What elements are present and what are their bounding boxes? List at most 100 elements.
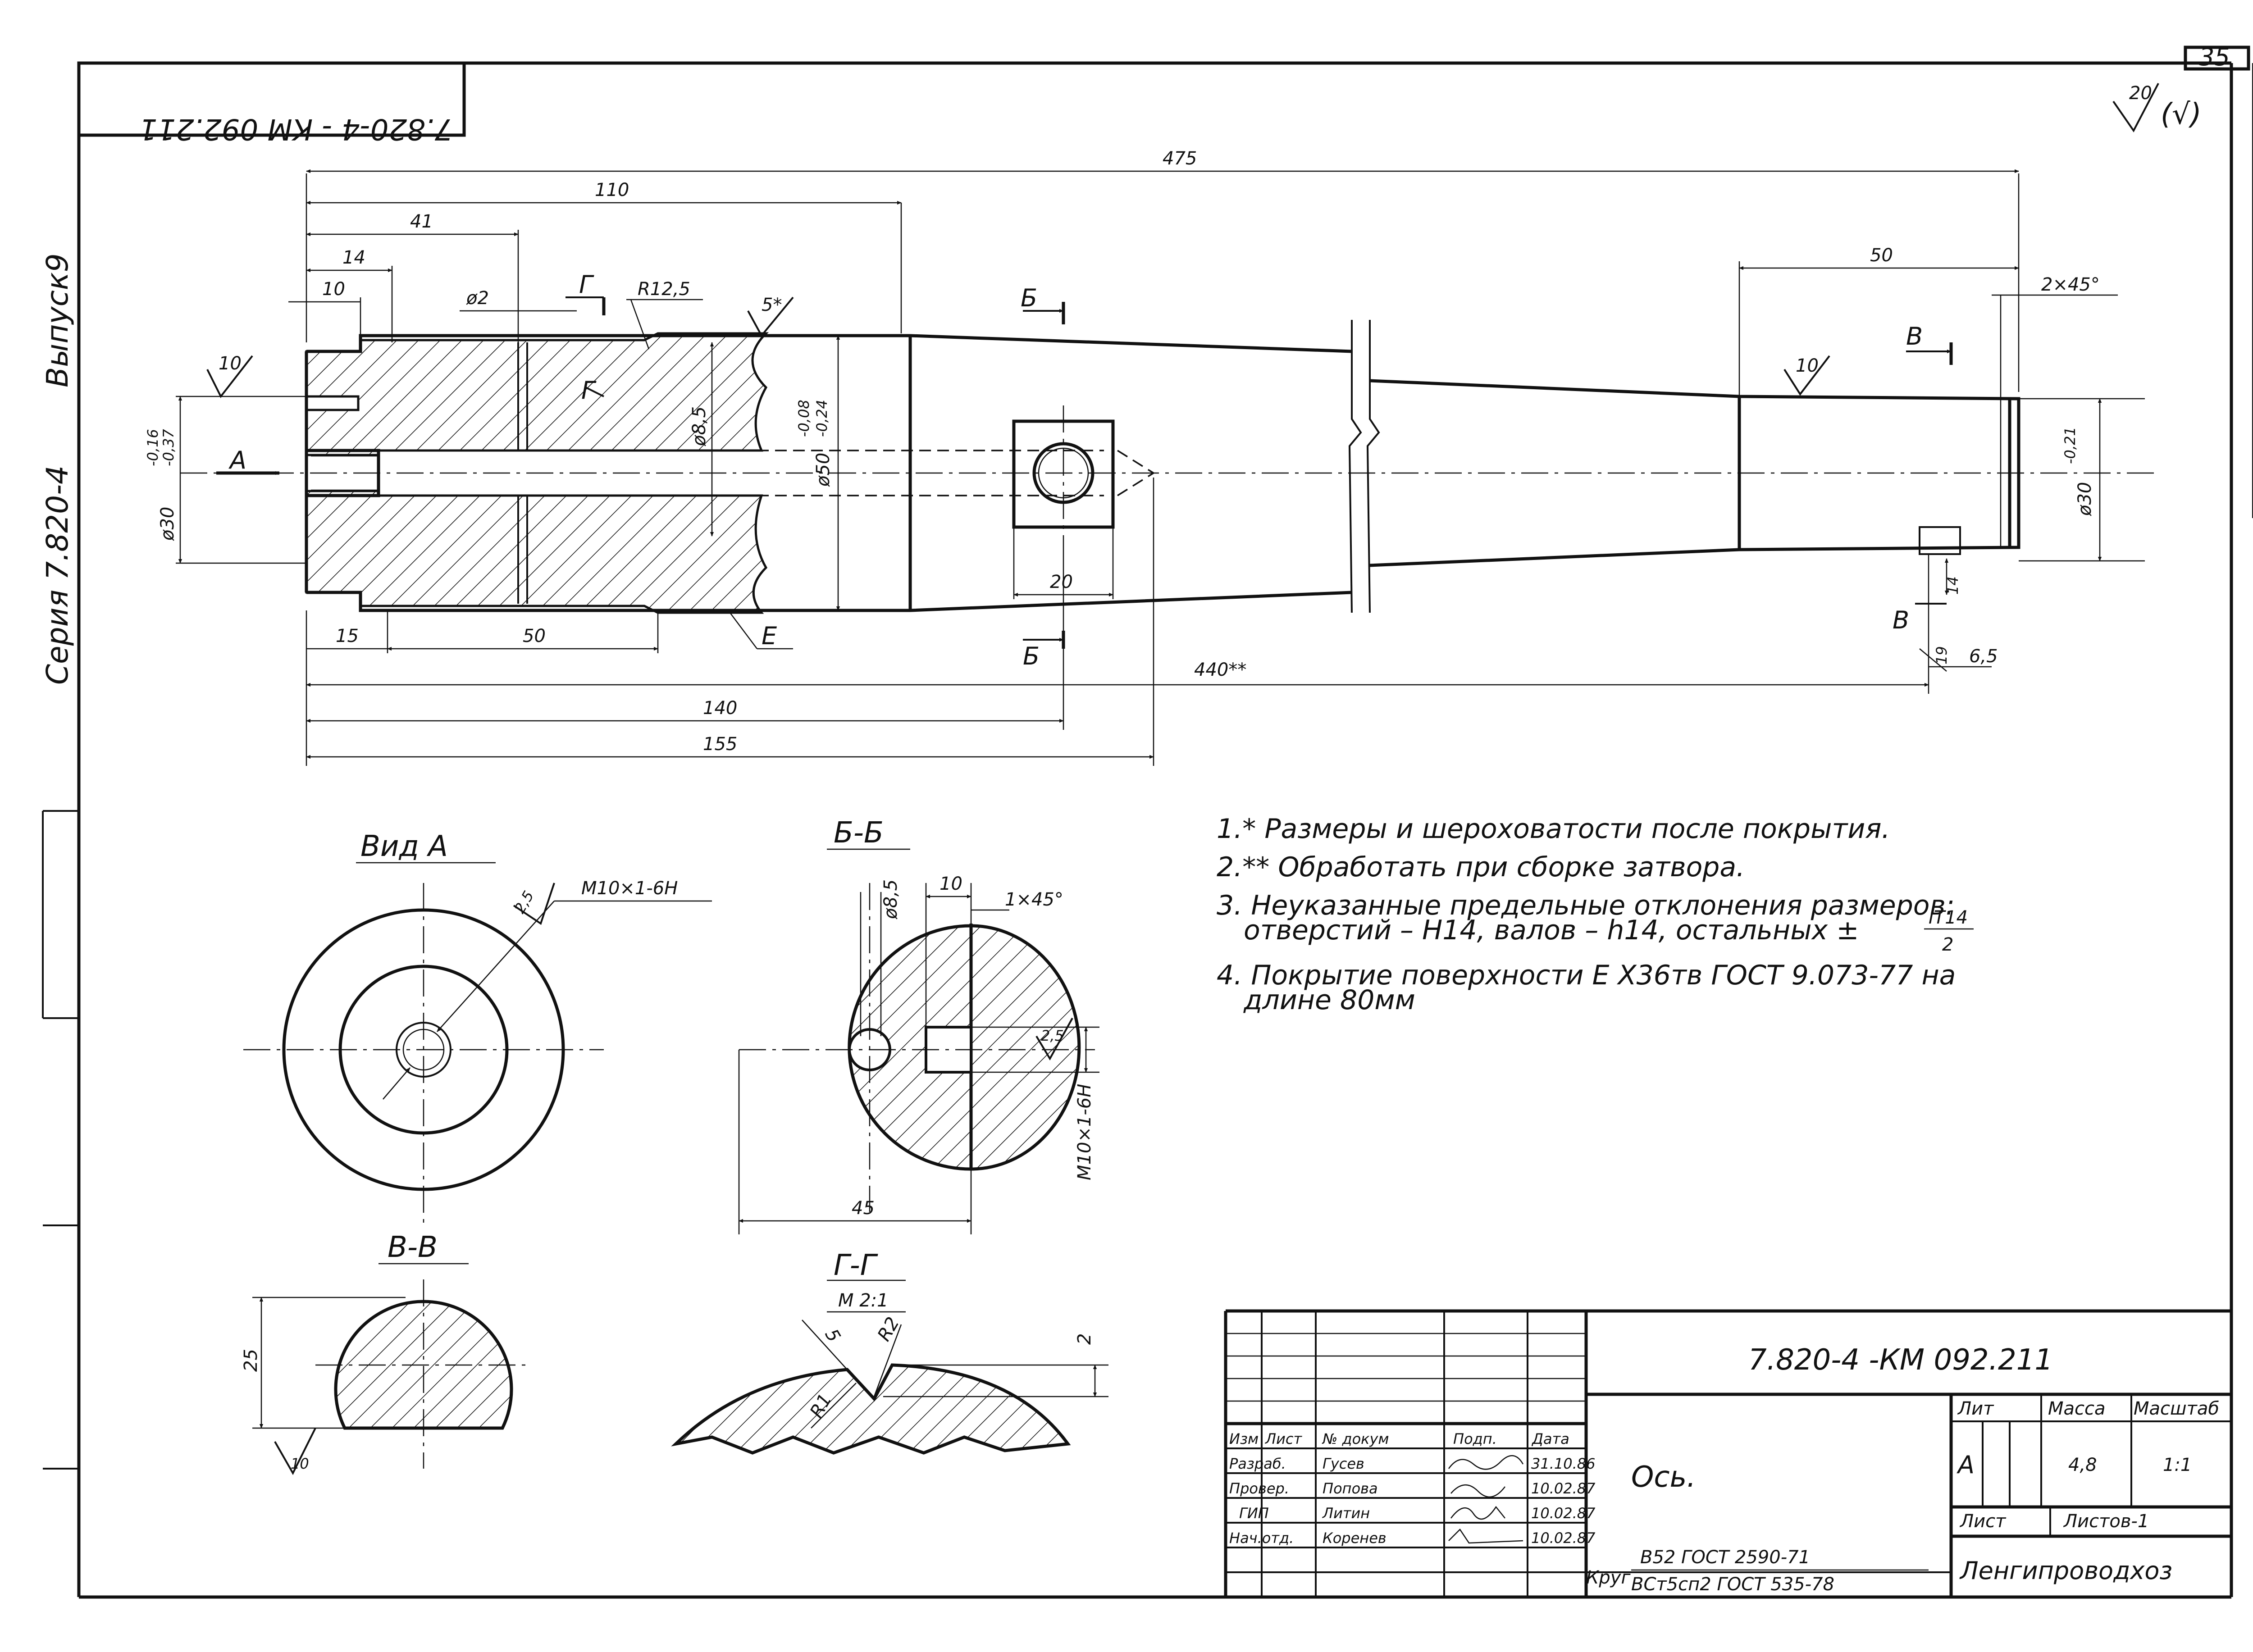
sheet-number: 35: [2199, 43, 2230, 71]
svg-text:14: 14: [1944, 576, 1961, 595]
tb-row-3-name: Литин: [1322, 1505, 1370, 1522]
tb-row-4-name: Коренев: [1323, 1529, 1386, 1547]
section-vv-title: В-В: [388, 1231, 438, 1264]
svg-text:20: 20: [2129, 83, 2152, 104]
view-a-thread: М10×1-6Н: [581, 878, 678, 899]
svg-text:1×45°: 1×45°: [1005, 889, 1063, 910]
svg-text:Масса: Масса: [2048, 1398, 2106, 1419]
tb-row-2-name: Попова: [1323, 1480, 1378, 1497]
note-3-fraction-top: IT14: [1929, 907, 1968, 928]
svg-text:В: В: [1893, 606, 1909, 634]
section-marks: А Б Б В В Г Г Е: [216, 270, 1953, 670]
svg-text:ø30: ø30: [2075, 482, 2095, 516]
svg-text:140: 140: [703, 698, 737, 719]
svg-text:-0,37: -0,37: [160, 429, 177, 466]
svg-text:Подп.: Подп.: [1453, 1430, 1497, 1447]
section-gg-title: Г-Г: [834, 1249, 878, 1282]
svg-text:10: 10: [219, 353, 242, 374]
svg-text:R12,5: R12,5: [638, 279, 690, 300]
svg-text:5*: 5*: [762, 295, 782, 315]
note-4b: длине 80мм: [1243, 984, 1415, 1016]
svg-text:Б: Б: [1021, 284, 1037, 312]
shaft-main-view: [180, 320, 2154, 614]
svg-text:15: 15: [336, 626, 359, 646]
svg-text:45: 45: [852, 1198, 875, 1219]
svg-text:10: 10: [291, 1455, 309, 1472]
svg-text:-0,16: -0,16: [144, 429, 161, 466]
svg-text:475: 475: [1163, 148, 1197, 169]
section-bb: Б-Б ø8,5 10 1×45° 2,5 М10×1-6Н 45: [738, 816, 1099, 1234]
svg-text:(√): (√): [2161, 98, 2202, 131]
title-block: 7.820-4 -КМ 092.211 Ось. Изм Лист № доку…: [1224, 1309, 2231, 1597]
tb-row-1-name: Гусев: [1323, 1455, 1364, 1472]
section-vv: В-В 25 10: [241, 1231, 532, 1475]
svg-text:Дата: Дата: [1531, 1430, 1569, 1447]
svg-text:М10×1-6Н: М10×1-6Н: [1074, 1084, 1095, 1180]
svg-text:2: 2: [1074, 1333, 1095, 1345]
svg-text:4,8: 4,8: [2068, 1455, 2097, 1475]
section-gg: Г-Г М 2:1 5 R2 R1 2: [671, 1249, 1108, 1455]
svg-text:110: 110: [595, 180, 629, 200]
svg-text:R2: R2: [874, 1314, 903, 1345]
tb-row-3-role: ГИП: [1239, 1505, 1269, 1522]
tb-row-2-role: Провер.: [1229, 1480, 1289, 1497]
view-a: Вид А М10×1-6Н 2,5: [243, 830, 712, 1225]
svg-text:А: А: [1957, 1451, 1975, 1479]
svg-text:155: 155: [703, 734, 737, 755]
note-4: 4. Покрытие поверхности Е Х36тв ГОСТ 9.0…: [1217, 960, 1956, 991]
tb-row-4-date: 10.02.87: [1531, 1529, 1596, 1547]
svg-text:ø2: ø2: [466, 288, 489, 309]
svg-text:25: 25: [241, 1349, 261, 1372]
svg-text:ø8,5: ø8,5: [689, 406, 710, 446]
svg-text:50: 50: [523, 626, 546, 646]
svg-text:10: 10: [940, 874, 962, 894]
rotated-doc-code: 7.820-4 - КМ 092.211: [139, 112, 453, 146]
svg-text:2,5: 2,5: [1041, 1027, 1064, 1044]
tb-row-2-date: 10.02.87: [1531, 1480, 1596, 1497]
main-dimensions: 475 110 41 14 10 50 2×45° ø30 -0,16 -0,3…: [144, 148, 2145, 766]
svg-text:14: 14: [342, 247, 365, 268]
title-part-name: Ось.: [1631, 1461, 1696, 1494]
series-label: Серия 7.820-4: [40, 465, 75, 685]
svg-text:440**: 440**: [1194, 660, 1246, 680]
material-prefix: Круг: [1586, 1567, 1631, 1588]
svg-text:ø30: ø30: [157, 507, 178, 541]
svg-text:А: А: [228, 446, 246, 474]
svg-text:Изм: Изм: [1229, 1430, 1259, 1447]
view-a-title: Вид А: [360, 830, 448, 863]
svg-text:Г: Г: [579, 270, 594, 299]
svg-text:5: 5: [821, 1325, 844, 1346]
tb-row-1-date: 31.10.86: [1531, 1455, 1596, 1472]
section-bb-title: Б-Б: [834, 816, 884, 850]
main-roughness-marks: 10 5* 10: [206, 295, 1830, 398]
svg-text:1:1: 1:1: [2163, 1455, 2192, 1475]
svg-text:-0,24: -0,24: [813, 400, 830, 437]
svg-text:Г: Г: [581, 376, 597, 405]
technical-notes: 1.* Размеры и шероховатости после покрыт…: [1217, 813, 1974, 1016]
svg-text:Б: Б: [1023, 642, 1040, 670]
svg-text:-0,08: -0,08: [795, 400, 812, 437]
tb-row-3-date: 10.02.87: [1531, 1505, 1596, 1522]
tb-row-1-role: Разраб.: [1229, 1455, 1286, 1472]
svg-text:Е: Е: [762, 622, 777, 650]
svg-text:19: 19: [1933, 646, 1950, 664]
material-line-1: В52 ГОСТ 2590-71: [1640, 1547, 1810, 1568]
material-line-2: ВСт5сп2 ГОСТ 535-78: [1631, 1574, 1834, 1595]
svg-text:ø50: ø50: [813, 453, 834, 487]
section-gg-scale: М 2:1: [838, 1290, 889, 1311]
svg-text:6,5: 6,5: [1969, 646, 1998, 667]
svg-text:ø8,5: ø8,5: [880, 879, 901, 919]
svg-text:Лит: Лит: [1957, 1398, 1994, 1419]
svg-text:41: 41: [410, 211, 433, 232]
general-roughness: 20 (√): [2112, 83, 2202, 132]
svg-text:№ докум: № докум: [1322, 1430, 1389, 1447]
note-3: 3. Неуказанные предельные отклонения раз…: [1217, 890, 1955, 921]
sheet-frame: [42, 46, 2253, 1599]
tb-row-4-role: Нач.отд.: [1229, 1529, 1294, 1547]
svg-text:В: В: [1906, 322, 1923, 350]
svg-text:50: 50: [1870, 245, 1893, 266]
svg-text:Лист: Лист: [1959, 1511, 2007, 1532]
svg-text:Масштаб: Масштаб: [2134, 1398, 2219, 1419]
organization: Ленгипроводхоз: [1959, 1556, 2172, 1585]
